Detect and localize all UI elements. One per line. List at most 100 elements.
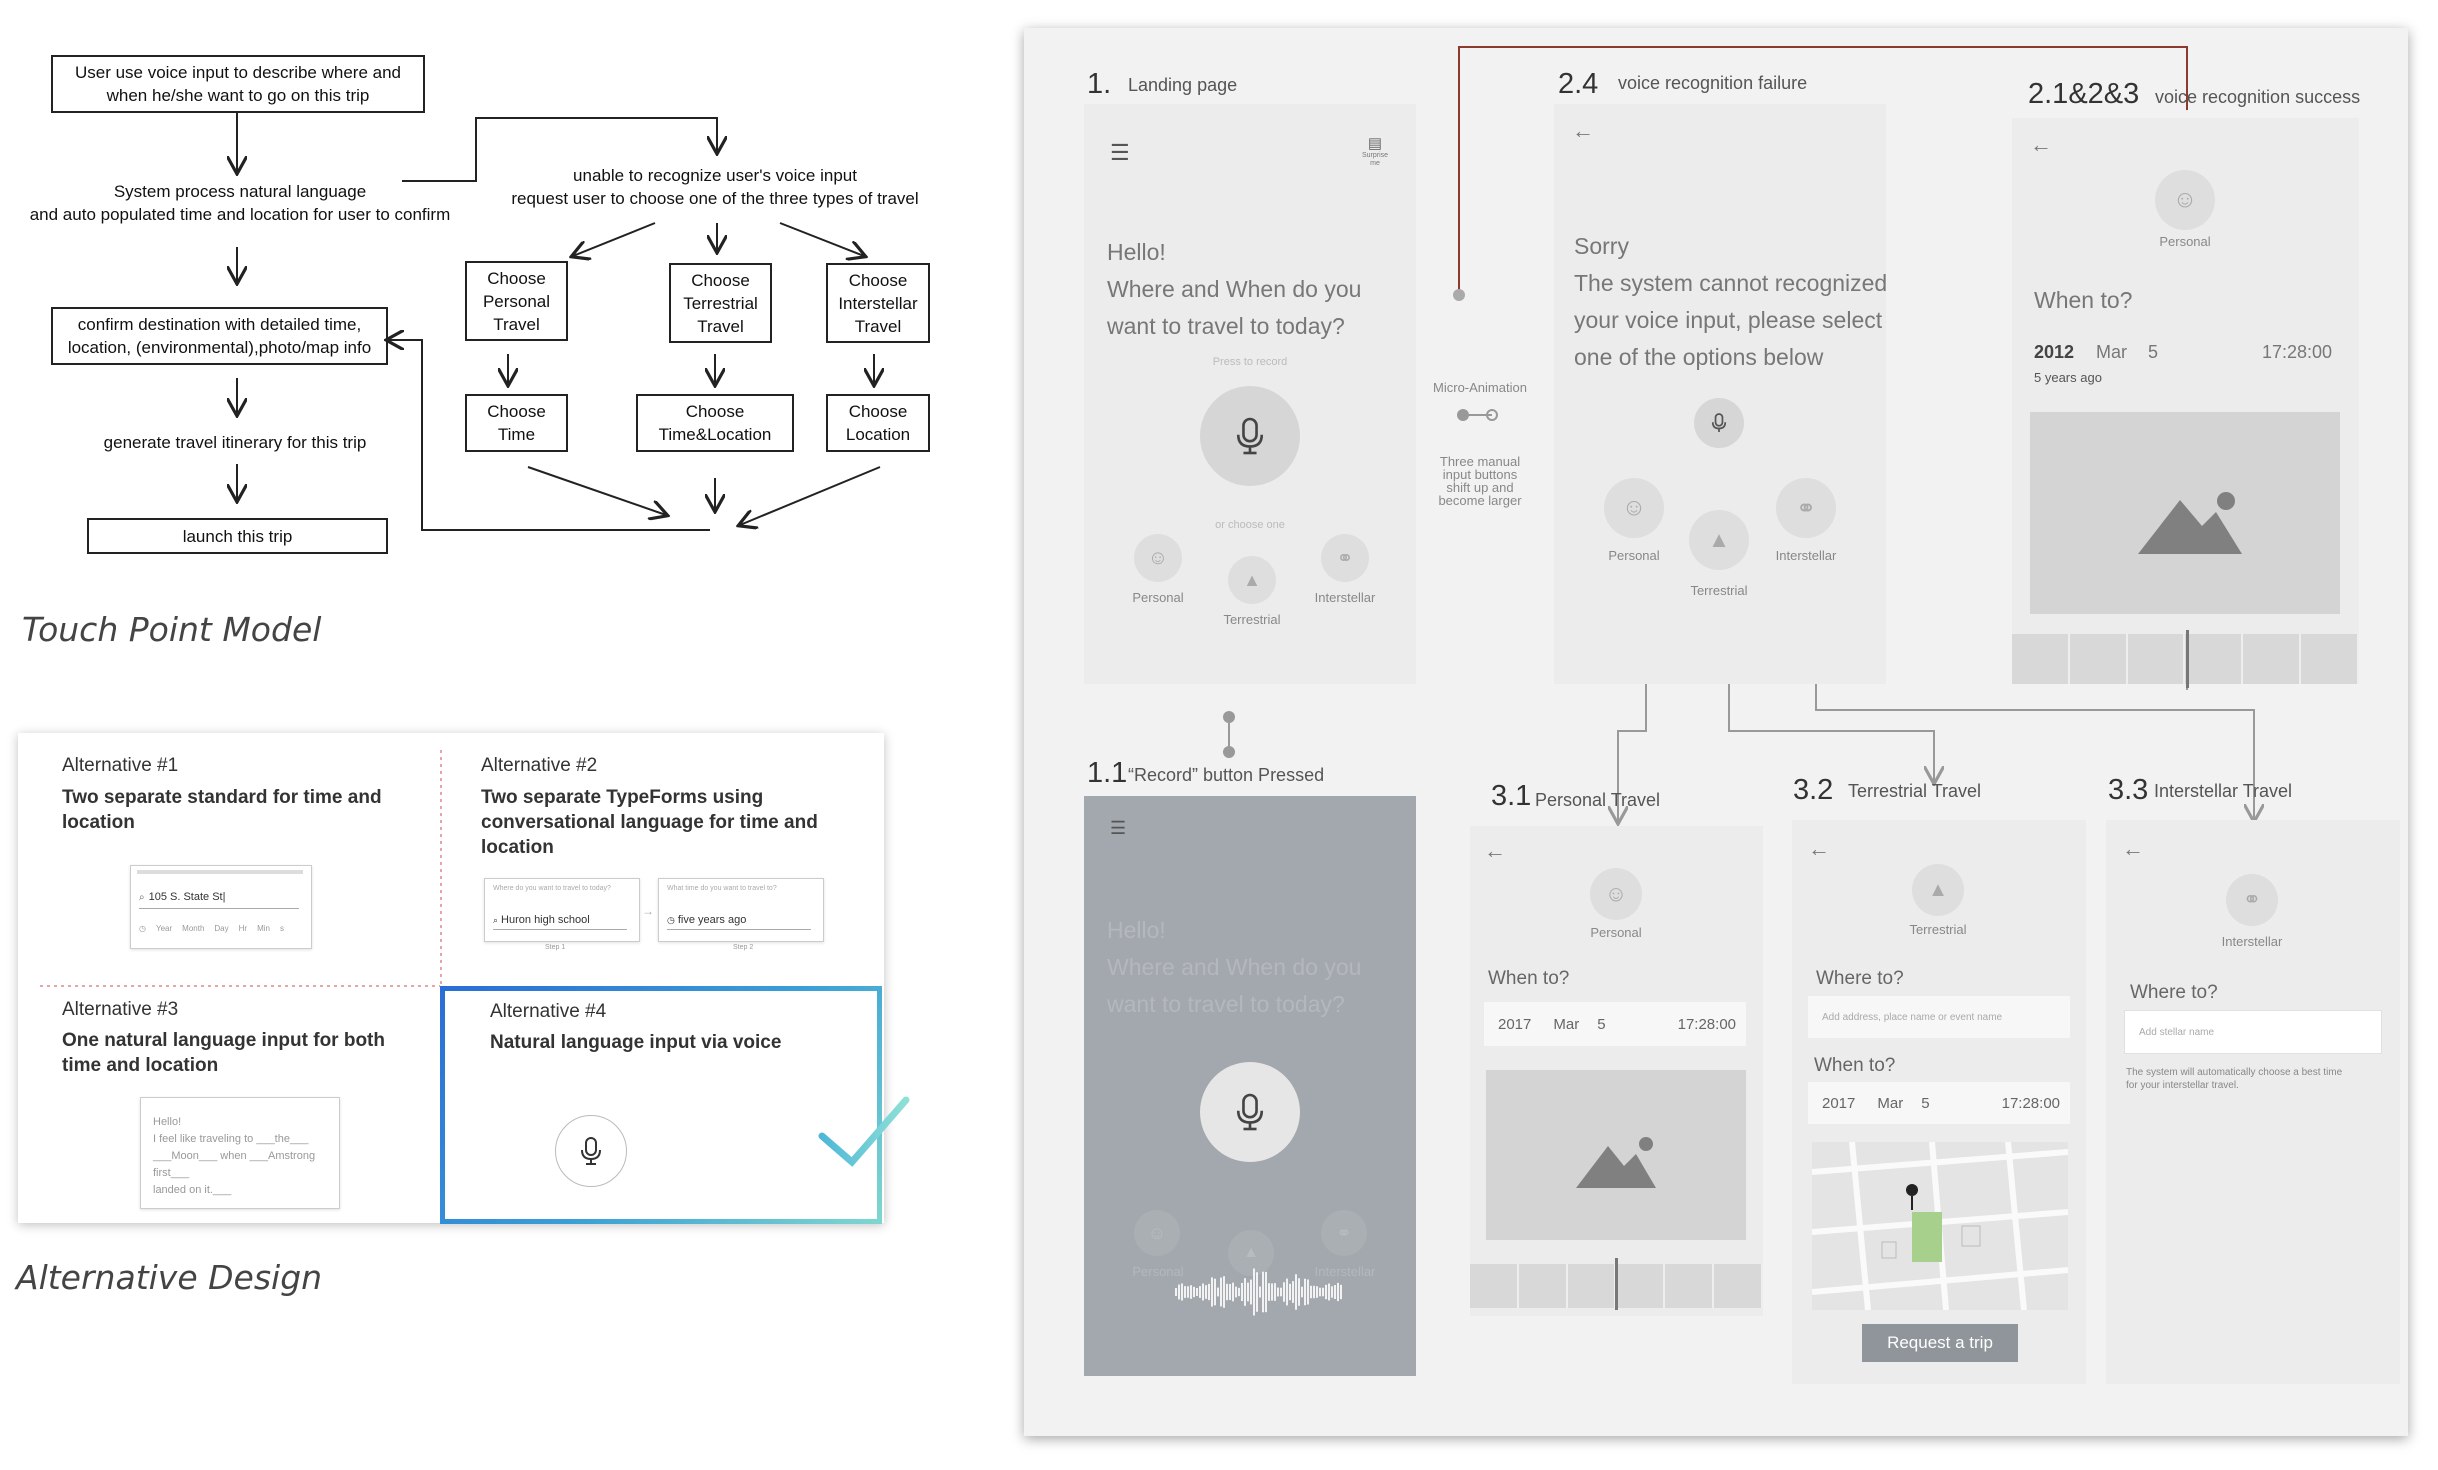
s32-map[interactable] bbox=[1811, 1141, 2069, 1311]
s11-interstellar-button: ⚭ bbox=[1321, 1210, 1367, 1256]
alt2-step2-mockup: What time do you want to travel to? ◷ fi… bbox=[658, 878, 824, 942]
alt2-title: Two separate TypeForms using conversatio… bbox=[481, 787, 818, 858]
alt2-number: Alternative #2 bbox=[481, 755, 598, 776]
hamburger-menu-icon[interactable]: ☰ bbox=[1110, 140, 1130, 165]
terrain-icon: ▲ bbox=[1243, 1244, 1259, 1261]
alt1-title: Two separate standard for time and locat… bbox=[62, 787, 382, 833]
surprise-me-button[interactable]: ▤ Surprise me bbox=[1356, 134, 1394, 168]
s24-interstellar-label: Interstellar bbox=[1775, 548, 1837, 563]
s31-date-field[interactable]: 2017 Mar 5 17:28:00 bbox=[1484, 1002, 1746, 1046]
alt1-address-input[interactable]: ⌕ 105 S. State St| bbox=[139, 886, 299, 909]
back-arrow-icon[interactable]: ← bbox=[1572, 118, 1594, 143]
clock-icon: ◷ bbox=[139, 924, 146, 933]
s32-type-icon: ▲ bbox=[1912, 864, 1964, 916]
alternative-design-caption: Alternative Design bbox=[16, 1258, 323, 1297]
flow-location-box: Choose Location bbox=[826, 394, 930, 452]
search-icon: ⌕ bbox=[493, 914, 499, 925]
alt1-date-fields: ◷ Year Month Day Hr Min s bbox=[139, 924, 284, 933]
alt3-title: One natural language input for both time… bbox=[62, 1030, 385, 1076]
checkmark-icon bbox=[818, 1096, 910, 1167]
alt3-mockup: Hello! I feel like traveling to ___the__… bbox=[140, 1097, 340, 1209]
s24-mic-button[interactable] bbox=[1694, 398, 1744, 448]
s32-where-input[interactable]: Add address, place name or event name bbox=[1808, 996, 2070, 1038]
alt2-location-input[interactable]: ⌕ Huron high school bbox=[493, 911, 627, 930]
s31-type-icon: ☺ bbox=[1590, 868, 1642, 920]
alt3-number: Alternative #3 bbox=[62, 999, 179, 1020]
flow-time-box: Choose Time bbox=[465, 394, 568, 452]
gift-icon: ▤ bbox=[1367, 135, 1383, 152]
terrain-icon: ▲ bbox=[1708, 527, 1730, 552]
alt4-number: Alternative #4 bbox=[490, 1001, 607, 1022]
alt2-q2: What time do you want to travel to? bbox=[667, 885, 777, 892]
s24-interstellar-button[interactable]: ⚭ bbox=[1776, 478, 1836, 538]
s33-type-icon: ⚭ bbox=[2226, 874, 2278, 926]
alt1-mockup: ⌕ 105 S. State St| ◷ Year Month Day Hr M… bbox=[130, 865, 312, 949]
microphone-icon bbox=[1236, 417, 1264, 455]
s21-type-icon: ☺ bbox=[2155, 170, 2215, 230]
s1-interstellar-button[interactable]: ⚭ bbox=[1321, 534, 1369, 582]
micro-animation-title: Micro-Animation bbox=[1433, 380, 1527, 395]
location-pin-icon bbox=[1906, 1184, 1918, 1210]
alt2-q1: Where do you want to travel to today? bbox=[493, 885, 611, 892]
flow-time-location-box: Choose Time&Location bbox=[636, 394, 794, 452]
s33-where-input[interactable]: Add stellar name bbox=[2124, 1010, 2382, 1054]
microphone-icon bbox=[1711, 413, 1727, 432]
s24-message: Sorry The system cannot recognized your … bbox=[1574, 233, 1888, 370]
alt3-sentence: Hello! I feel like traveling to ___the__… bbox=[153, 1116, 316, 1196]
flow-confirm-box: confirm destination with detailed time, … bbox=[51, 307, 388, 365]
s1-terrestrial-label: Terrestrial bbox=[1223, 612, 1281, 627]
s21-day: 5 bbox=[2148, 342, 2159, 362]
s21-year: 2012 bbox=[2034, 342, 2075, 362]
alt2-arrow-icon: → bbox=[642, 904, 654, 918]
planet-icon: ⚭ bbox=[1336, 547, 1354, 570]
map-view bbox=[1811, 1141, 2069, 1311]
s11-record-button[interactable] bbox=[1200, 1062, 1300, 1162]
s21-type-label: Personal bbox=[2159, 234, 2211, 249]
s33-type-label: Interstellar bbox=[2221, 934, 2283, 949]
s11-number: 1.1 bbox=[1087, 757, 1128, 789]
s1-personal-button[interactable]: ☺ bbox=[1134, 534, 1182, 582]
back-arrow-icon[interactable]: ← bbox=[2030, 132, 2052, 157]
flow-start-box: User use voice input to describe where a… bbox=[51, 55, 425, 113]
hamburger-menu-icon[interactable]: ☰ bbox=[1110, 818, 1127, 838]
alt2-step2-label: Step 2 bbox=[733, 944, 754, 951]
s1-record-button[interactable] bbox=[1200, 386, 1300, 486]
s24-personal-button[interactable]: ☺ bbox=[1604, 478, 1664, 538]
s21-timeline-cursor[interactable] bbox=[2186, 630, 2189, 688]
back-arrow-icon[interactable]: ← bbox=[1808, 836, 1830, 861]
s31-number: 3.1 bbox=[1491, 780, 1532, 812]
s32-where-label: Where to? bbox=[1816, 968, 1904, 989]
flow-unable-text: unable to recognize user's voice input r… bbox=[511, 166, 919, 208]
alt2-time-input[interactable]: ◷ five years ago bbox=[667, 911, 811, 930]
flow-terrestrial-box: Choose Terrestrial Travel bbox=[669, 263, 772, 343]
person-icon: ☺ bbox=[1147, 546, 1169, 569]
s21-number: 2.1&2&3 bbox=[2028, 78, 2140, 110]
s1-terrestrial-button[interactable]: ▲ bbox=[1228, 556, 1276, 604]
request-trip-button[interactable]: Request a trip bbox=[1862, 1324, 2018, 1362]
s31-label: Personal Travel bbox=[1535, 790, 1661, 810]
s21-timeline-strip[interactable] bbox=[2012, 634, 2359, 684]
back-arrow-icon[interactable]: ← bbox=[2122, 836, 2144, 861]
microphone-icon bbox=[581, 1137, 601, 1165]
alt4-title: Natural language input via voice bbox=[490, 1032, 782, 1053]
image-placeholder-icon bbox=[1576, 1137, 1656, 1188]
s33-note: The system will automatically choose a b… bbox=[2126, 1067, 2343, 1091]
alt4-mic-button[interactable] bbox=[555, 1115, 627, 1187]
planet-icon: ⚭ bbox=[1795, 494, 1817, 522]
s31-timeline-cursor[interactable] bbox=[1615, 1258, 1618, 1310]
alt2-step1-mockup: Where do you want to travel to today? ⌕ … bbox=[484, 878, 640, 942]
s32-date-field[interactable]: 2017 Mar 5 17:28:00 bbox=[1808, 1082, 2070, 1124]
s24-terrestrial-button[interactable]: ▲ bbox=[1689, 510, 1749, 570]
alt1-number: Alternative #1 bbox=[62, 755, 179, 776]
back-arrow-icon[interactable]: ← bbox=[1484, 838, 1506, 863]
s21-label: voice recognition success bbox=[2155, 87, 2361, 107]
flow-generate-text: generate travel itinerary for this trip bbox=[103, 433, 367, 452]
s33-where-label: Where to? bbox=[2130, 982, 2218, 1003]
s31-photo-placeholder bbox=[1486, 1070, 1746, 1240]
touch-point-caption: Touch Point Model bbox=[22, 610, 322, 649]
s1-label: Landing page bbox=[1128, 75, 1238, 95]
flow-launch-box: launch this trip bbox=[87, 518, 388, 554]
s21-ago: 5 years ago bbox=[2034, 370, 2102, 385]
s11-personal-button: ☺ bbox=[1134, 1210, 1180, 1256]
